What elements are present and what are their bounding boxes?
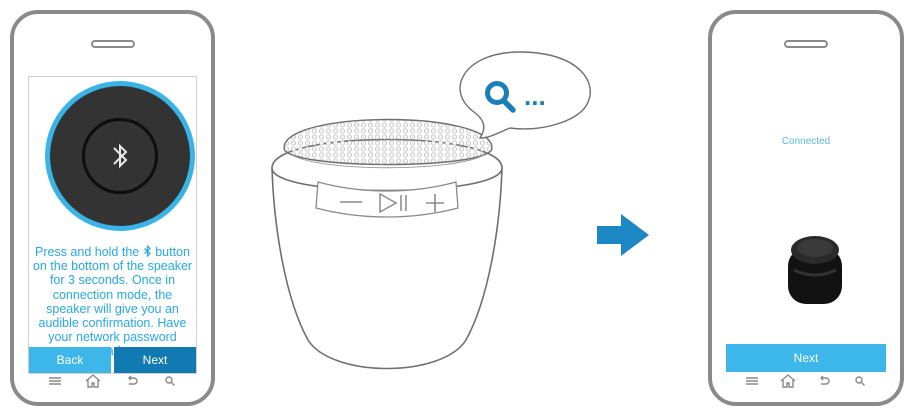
search-icon[interactable] <box>849 370 871 392</box>
ellipsis: ... <box>524 81 546 111</box>
bluetooth-button-illustration <box>45 81 195 231</box>
instruction-text-start: Press and hold the <box>35 245 139 259</box>
connection-status: Connected <box>726 136 886 147</box>
home-icon[interactable] <box>777 370 799 392</box>
bottom-nav <box>14 370 211 392</box>
earpiece <box>91 40 135 48</box>
back-icon[interactable] <box>121 370 143 392</box>
next-button[interactable]: Next <box>726 344 886 372</box>
search-icon[interactable] <box>159 370 181 392</box>
speaker-thumbnail <box>784 230 846 310</box>
home-icon[interactable] <box>82 370 104 392</box>
left-phone-screen: Press and hold the button on the bottom … <box>28 76 197 374</box>
button-row: Next <box>726 344 886 372</box>
searching-bubble: ... <box>440 46 600 146</box>
back-icon[interactable] <box>813 370 835 392</box>
bluetooth-icon <box>82 118 158 194</box>
right-phone-screen: Connected Next <box>726 76 886 372</box>
instruction-text-end: button on the bottom of the speaker for … <box>33 245 192 358</box>
earpiece <box>784 40 828 48</box>
menu-icon[interactable] <box>741 370 763 392</box>
right-phone: Connected Next <box>708 10 904 406</box>
bluetooth-icon <box>143 245 152 257</box>
pairing-instructions: Press and hold the button on the bottom … <box>31 245 194 359</box>
menu-icon[interactable] <box>44 370 66 392</box>
arrow-right-icon <box>597 212 649 258</box>
bottom-nav <box>712 370 900 392</box>
left-phone: Press and hold the button on the bottom … <box>10 10 215 406</box>
